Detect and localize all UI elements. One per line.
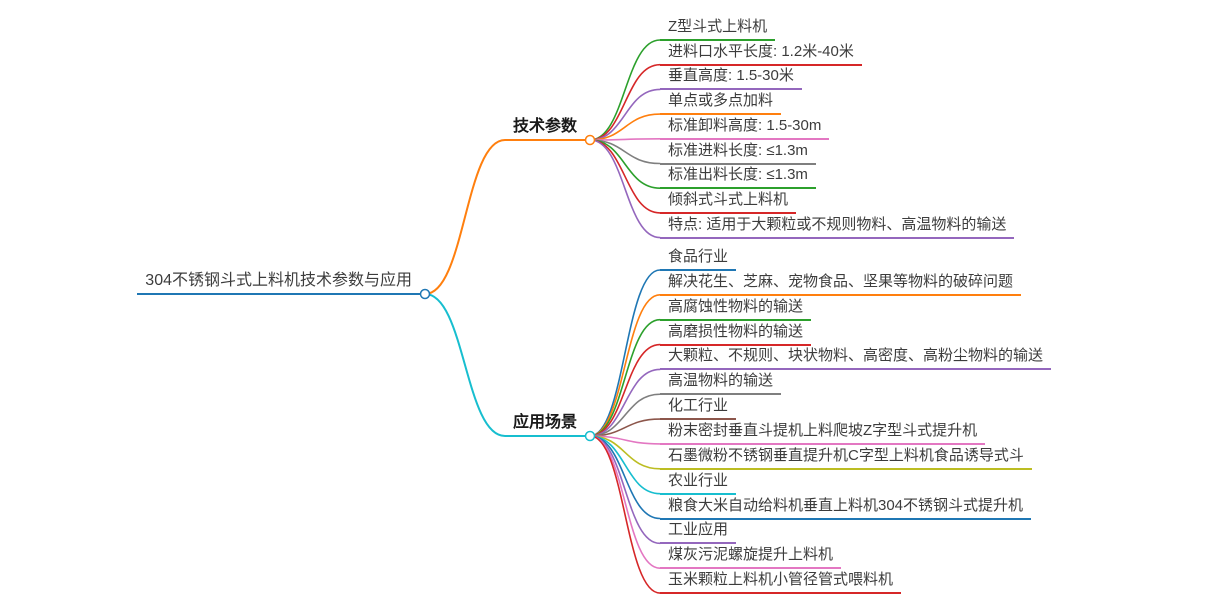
mindmap-node[interactable]: 玉米颗粒上料机小管径管式喂料机 [660, 569, 902, 595]
mindmap-node[interactable]: 煤灰污泥螺旋提升上料机 [660, 544, 842, 570]
mindmap-node[interactable]: 特点: 适用于大颗粒或不规则物料、高温物料的输送 [660, 214, 1015, 239]
link-curve [589, 269, 661, 437]
branch-node-application-scenarios[interactable]: 应用场景 [505, 412, 586, 437]
mindmap-node[interactable]: 粉末密封垂直斗提机上料爬坡Z字型斗式提升机 [660, 420, 986, 445]
mindmap-node[interactable]: 解决花生、芝麻、宠物食品、坚果等物料的破碎问题 [660, 271, 1022, 296]
link-curve [589, 39, 661, 141]
link-curve [589, 368, 661, 437]
mindmap-node[interactable]: 高磨损性物料的输送 [660, 321, 812, 346]
mindmap-node[interactable]: 标准卸料高度: 1.5-30m [660, 115, 830, 140]
link-curve [589, 294, 661, 437]
mindmap-node[interactable]: 工业应用 [660, 519, 737, 545]
link-curve [589, 343, 661, 437]
link-curve [589, 139, 661, 189]
mindmap-node[interactable]: 进料口水平长度: 1.2米-40米 [660, 41, 862, 66]
link-curve [589, 435, 661, 520]
link-curve [589, 393, 661, 437]
collapse-circle-icon[interactable] [584, 134, 596, 146]
mindmap-node[interactable]: 石墨微粉不锈钢垂直提升机C字型上料机食品诱导式斗 [660, 445, 1032, 470]
link-curve [589, 435, 661, 569]
mindmap-node[interactable]: 高温物料的输送 [660, 370, 782, 396]
mindmap-node[interactable]: Z型斗式上料机 [660, 16, 776, 41]
collapse-circle-icon[interactable] [584, 430, 596, 442]
mindmap-node[interactable]: 化工行业 [660, 395, 737, 421]
link-curve [589, 435, 661, 594]
mindmap-node[interactable]: 垂直高度: 1.5-30米 [660, 65, 802, 91]
link-curve [589, 318, 661, 437]
mindmap-node[interactable]: 大颗粒、不规则、块状物料、高密度、高粉尘物料的输送 [660, 345, 1052, 371]
mindmap-node[interactable]: 粮食大米自动给料机垂直上料机304不锈钢斗式提升机 [660, 495, 1032, 520]
link-curve [589, 435, 661, 495]
collapse-circle-icon[interactable] [419, 288, 431, 300]
link-curve [589, 63, 661, 141]
link-curve [424, 293, 506, 437]
branch-node-technical-parameters[interactable]: 技术参数 [505, 116, 586, 141]
link-curve [589, 139, 661, 239]
mindmap-node[interactable]: 标准出料长度: ≤1.3m [660, 164, 816, 190]
mindmap-node[interactable]: 高腐蚀性物料的输送 [660, 296, 812, 321]
link-curve [589, 88, 661, 141]
mindmap-node[interactable]: 单点或多点加料 [660, 90, 782, 116]
mindmap-node[interactable]: 标准进料长度: ≤1.3m [660, 140, 816, 165]
link-curve [424, 139, 506, 295]
root-node[interactable]: 304不锈钢斗式上料机技术参数与应用 [137, 270, 420, 295]
mindmap-node[interactable]: 农业行业 [660, 470, 737, 495]
mindmap-node[interactable]: 倾斜式斗式上料机 [660, 189, 797, 214]
mindmap-node[interactable]: 食品行业 [660, 246, 737, 271]
